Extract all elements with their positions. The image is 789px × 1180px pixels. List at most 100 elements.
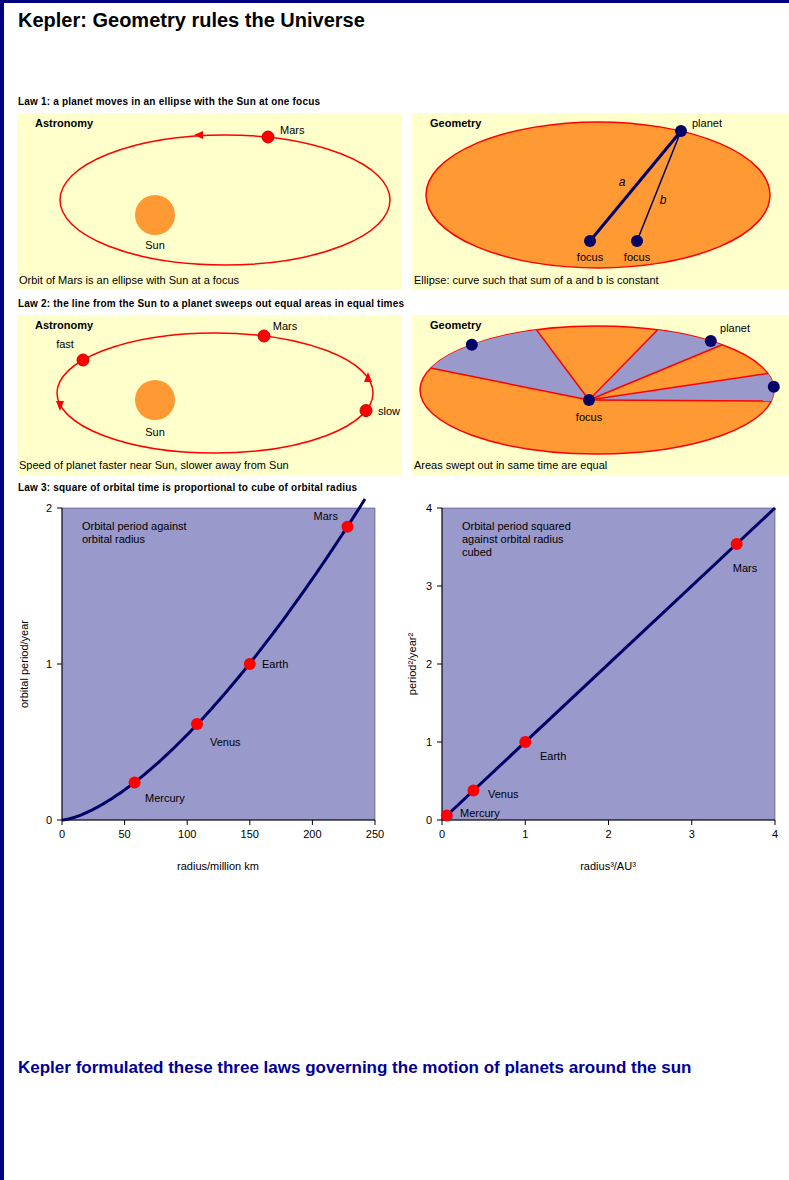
panel-heading: Astronomy [35,117,400,130]
panel-ground [412,113,789,290]
sector-line [589,400,771,401]
planet-dot [342,521,354,533]
ellipse [426,122,770,268]
point-label: Earth [262,658,288,671]
sector-line [537,330,590,400]
focus-dot [584,235,596,247]
point-label: Mars [314,510,338,523]
tick-label: 0 [439,828,445,841]
sector-line [431,368,589,400]
tick-label: 1 [522,828,528,841]
period-curve [62,499,365,820]
ellipse [420,326,774,454]
tick [525,820,526,825]
tick-label: 2 [426,658,432,671]
law-panel: AstronomyOrbit of Mars is an ellipse wit… [17,113,402,290]
planet-dot [258,330,270,342]
tick-label: 4 [772,828,778,841]
tick [437,586,442,587]
sun-label: Sun [145,239,165,252]
tick-label: 0 [59,828,65,841]
planet-dot [468,785,480,797]
tick [57,664,62,665]
tick-label: 1 [46,658,52,671]
law-panel: AstronomySpeed of planet faster near Sun… [17,315,402,475]
planet-dot [731,538,743,550]
tick [312,820,313,825]
planet-dot [77,354,89,366]
tick [187,820,188,825]
panel-ground [17,315,402,475]
law-heading: Law 2: the line from the Sun to a planet… [18,297,404,310]
distance-a [590,131,681,241]
sector-line [589,345,722,400]
tick [608,820,609,825]
law-panel: GeometryAreas swept out in same time are… [412,315,789,475]
orbit-arrow [56,401,64,411]
tick-label: 2 [605,828,611,841]
sector-lines [431,330,772,401]
panel-caption: Ellipse: curve such that sum of a and b … [414,274,787,287]
tick-label: 150 [241,828,259,841]
orbit-arrow [194,131,203,139]
law-heading: Law 3: square of orbital time is proport… [18,481,357,494]
tick [249,820,250,825]
tick-label: 0 [46,814,52,827]
tick [437,508,442,509]
page-border [0,0,789,3]
tick-label: 100 [178,828,196,841]
planet-dot [129,777,141,789]
planet-dot [705,335,717,347]
tick [375,820,376,825]
sun [135,195,175,235]
planet-label: planet [720,322,750,335]
tick-label: 50 [118,828,130,841]
tick [124,820,125,825]
orbit-arrow [364,372,372,382]
planet-dot [360,405,372,417]
tick [442,820,443,825]
tick [57,820,62,821]
tick [691,820,692,825]
orbit [57,333,373,453]
axis-title: radius/million km [177,860,259,873]
panel-caption: Speed of planet faster near Sun, slower … [19,459,400,472]
tick [775,820,776,825]
tick-label: 200 [303,828,321,841]
tick-label: 4 [426,502,432,515]
planet-dot [466,339,478,351]
axis-title: orbital period/year [18,620,31,708]
page-title: Kepler: Geometry rules the Universe [18,8,365,32]
distance-label: b [660,194,667,207]
panel-caption: Orbit of Mars is an ellipse with Sun at … [19,274,400,287]
panel-ground [412,315,789,475]
point-label: Venus [488,788,519,801]
sector-line [589,373,768,400]
planet-dot [441,810,453,822]
swept-area [431,330,589,400]
distance-label: a [619,176,626,189]
planet-dot [262,131,274,143]
planet-dot [675,125,687,137]
tick-label: 3 [689,828,695,841]
tick-label: 2 [46,502,52,515]
tick-label: 1 [426,736,432,749]
point-label: Venus [210,736,241,749]
sun-label: Sun [145,426,165,439]
planet-dot [768,381,780,393]
axis-title: radius³/AU³ [580,860,636,873]
sun [135,380,175,420]
planet-label: Mars [273,320,297,333]
tick [57,508,62,509]
x-axis [62,820,375,821]
focus-dot [583,394,595,406]
distance-b [637,131,681,241]
tick-label: 250 [366,828,384,841]
speed-label: fast [56,338,74,351]
planet-dot [519,736,531,748]
plot-area [442,508,775,820]
focus-label: focus [576,411,602,424]
focus-label: focus [624,251,650,264]
panel-heading: Geometry [430,117,787,130]
point-label: Mercury [460,807,500,820]
